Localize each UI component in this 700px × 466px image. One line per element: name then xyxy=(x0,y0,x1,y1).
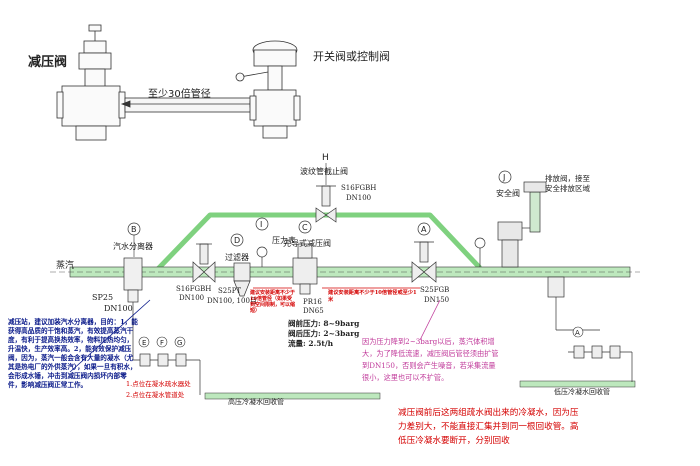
dn100-100-label: DN100, 100目 xyxy=(207,297,257,305)
prv-top-illustration xyxy=(56,24,126,141)
bubble-c xyxy=(298,220,312,234)
left-blue-note: 减压站，建议加装汽水分离器，目的：1，能获得高品质的干饱和蒸汽，有效提高蒸汽干度… xyxy=(8,318,138,389)
steam-label: 蒸汽 xyxy=(56,259,74,271)
pink-pointer xyxy=(419,299,441,341)
prv-title: 减压阀 xyxy=(28,54,67,70)
control-valve-label: 开关阀或控制阀 xyxy=(313,49,390,63)
pr16-label: PR16 xyxy=(303,298,322,306)
pressure-gauge-outlet xyxy=(474,237,486,267)
control-valve-illustration xyxy=(235,40,301,139)
top-pipe xyxy=(124,97,256,113)
bubble-a1 xyxy=(417,222,431,236)
right-trap-group xyxy=(568,345,633,382)
dn100-a-label: DN100 xyxy=(179,294,204,302)
globe-valve-label: 波纹管截止阀 xyxy=(300,166,348,176)
bubble-d-letter: D xyxy=(234,236,240,245)
safety-valve-label: 安全阀 xyxy=(496,188,520,198)
bubble-g xyxy=(174,336,186,348)
bubble-h-letter: H xyxy=(322,153,329,163)
downstream-trap xyxy=(547,276,600,331)
pilot-prv xyxy=(292,243,318,295)
bubble-d xyxy=(230,233,244,247)
dn150-label: DN150 xyxy=(424,296,449,304)
hp-condensate-pipe xyxy=(204,392,381,400)
bubble-a2-letter: A xyxy=(575,329,580,337)
note-pointer xyxy=(69,299,151,373)
pressure-gauge-inlet xyxy=(256,246,268,267)
bypass-globe-valve xyxy=(315,185,337,223)
s25fgb-label: S25FGB xyxy=(420,286,449,294)
post-pressure-label: 阀后压力: 2~3barg xyxy=(288,328,360,338)
bubble-i xyxy=(255,217,269,231)
sp25-label: SP25 xyxy=(92,293,113,302)
bubble-a2 xyxy=(572,326,584,338)
legend-1: 1.点位在凝水疏水器处 xyxy=(126,380,191,388)
dn65-label: DN65 xyxy=(303,307,324,315)
pre-pressure-label: 阀前压力: 8~9barg xyxy=(288,318,360,328)
legend-2: 2.点位在凝水管道处 xyxy=(126,391,185,399)
bubble-b-letter: B xyxy=(131,225,137,234)
exhaust-note-2: 安全排放区域 xyxy=(545,183,590,193)
bubble-j xyxy=(498,170,512,184)
strainer xyxy=(233,262,251,297)
bubble-c-letter: C xyxy=(302,223,308,232)
spacing-label: 至少30倍管径 xyxy=(148,87,211,100)
flow-label: 流量: 2.5t/h xyxy=(288,338,334,348)
pilot-prv-label: 先导式减压阀 xyxy=(283,238,331,248)
s16f2-label: S16FGBH xyxy=(341,184,376,192)
bubble-f xyxy=(156,336,168,348)
bubble-g-letter: G xyxy=(177,339,182,347)
s16f-label: S16FGBH xyxy=(176,285,211,293)
strainer-label: 过滤器 xyxy=(225,252,249,262)
pressure-gauge-label: 压力表 xyxy=(272,235,296,245)
bubble-i-letter: I xyxy=(260,220,262,229)
red-note-strainer: 建议安装距离不少于10倍管径（如果受到空间限制，可以缩短） xyxy=(250,290,296,314)
dn100-sep-label: DN100 xyxy=(104,304,133,313)
bubble-a1-letter: A xyxy=(421,225,427,234)
bubble-e-letter: E xyxy=(142,339,146,347)
inlet-globe-valve xyxy=(192,243,216,283)
separator xyxy=(123,257,143,360)
lp-condensate-label: 低压冷凝水回收管 xyxy=(554,387,610,396)
outlet-globe-valve xyxy=(411,241,437,283)
left-trap-group xyxy=(133,353,201,395)
lp-condensate-pipe xyxy=(519,380,636,388)
safety-valve xyxy=(497,181,547,268)
dn100-b-label: DN100 xyxy=(346,194,371,202)
s25pt-label: S25PT xyxy=(218,287,241,295)
exhaust-note-1: 排放阀，接至 xyxy=(545,173,590,183)
red-note-outlet: 建议安装距离不少于10倍管径或至少1米 xyxy=(328,290,417,303)
separator-label: 汽水分离器 xyxy=(113,241,153,251)
bubble-f-letter: F xyxy=(160,339,164,347)
hp-condensate-label: 高压冷凝水回收管 xyxy=(228,397,284,406)
bubble-j-letter: J xyxy=(502,173,505,182)
pink-note: 因为压力降到2~3barg以后，蒸汽体积增大，为了降低流速，减压阀后管径须由扩管… xyxy=(362,337,499,382)
red-bottom-note: 减压阀前后这两组疏水阀出来的冷凝水，因为压力差别大，不能直接汇集并到同一根回收管… xyxy=(398,408,579,446)
bubble-e xyxy=(138,336,150,348)
